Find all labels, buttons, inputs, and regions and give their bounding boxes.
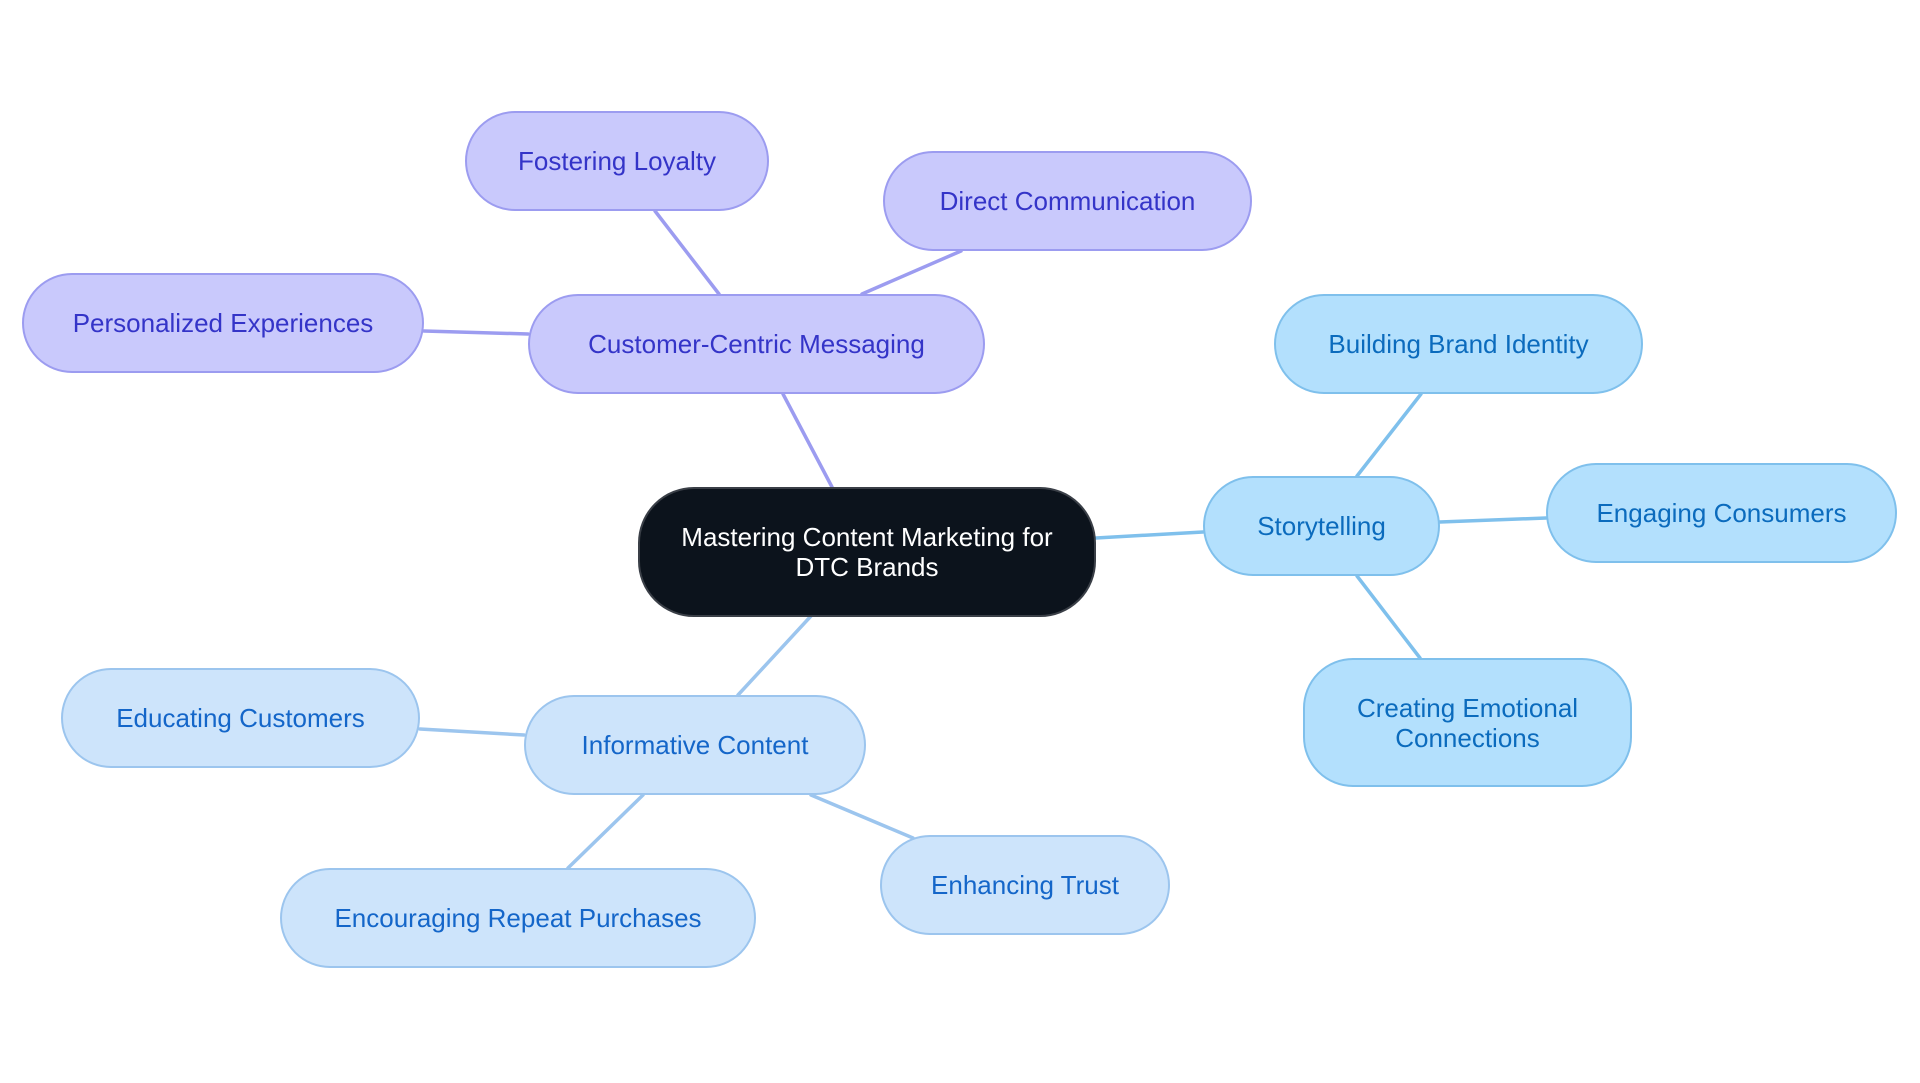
branch-node-storytelling[interactable]: Storytelling [1203,476,1440,576]
connector-ccm-to-loyalty [653,209,721,296]
node-label: Enhancing Trust [931,870,1119,900]
node-label: Personalized Experiences [72,308,374,338]
node-label: Creating Emotional Connections [1356,692,1579,753]
connector-root-to-info [736,614,813,697]
leaf-node-creating-emotional-connections[interactable]: Creating Emotional Connections [1303,658,1632,787]
connector-ccm-to-personal [422,329,530,336]
node-label: Direct Communication [939,186,1196,216]
connector-info-to-trust [809,793,915,840]
leaf-node-direct-communication[interactable]: Direct Communication [883,151,1252,251]
node-label: Customer-Centric Messaging [588,329,925,359]
node-label: Encouraging Repeat Purchases [334,903,702,933]
connector-ccm-to-direct [860,249,963,296]
node-label: Educating Customers [116,703,365,733]
connector-story-to-emotional [1355,574,1422,660]
branch-node-customer-centric-messaging[interactable]: Customer-Centric Messaging [528,294,985,394]
node-label: Fostering Loyalty [518,146,716,176]
connector-info-to-educating [418,727,526,737]
connector-story-to-engaging [1438,516,1548,524]
leaf-node-encouraging-repeat-purchases[interactable]: Encouraging Repeat Purchases [280,868,756,968]
node-label: Engaging Consumers [1596,498,1847,528]
leaf-node-fostering-loyalty[interactable]: Fostering Loyalty [465,111,769,211]
root-node[interactable]: Mastering Content Marketing for DTC Bran… [638,487,1096,617]
leaf-node-personalized-experiences[interactable]: Personalized Experiences [22,273,424,373]
leaf-node-engaging-consumers[interactable]: Engaging Consumers [1546,463,1897,563]
node-label: Informative Content [581,730,809,760]
connector-root-to-story [1094,530,1205,540]
node-label: Building Brand Identity [1328,329,1589,359]
connector-info-to-repeat [566,793,645,870]
root-node-label: Mastering Content Marketing for DTC Bran… [681,522,1053,582]
branch-node-informative-content[interactable]: Informative Content [524,695,866,795]
leaf-node-enhancing-trust[interactable]: Enhancing Trust [880,835,1170,935]
leaf-node-building-brand-identity[interactable]: Building Brand Identity [1274,294,1643,394]
node-label: Storytelling [1257,511,1386,541]
leaf-node-educating-customers[interactable]: Educating Customers [61,668,420,768]
connector-story-to-brand [1355,392,1423,478]
connector-root-to-ccm [781,392,834,489]
